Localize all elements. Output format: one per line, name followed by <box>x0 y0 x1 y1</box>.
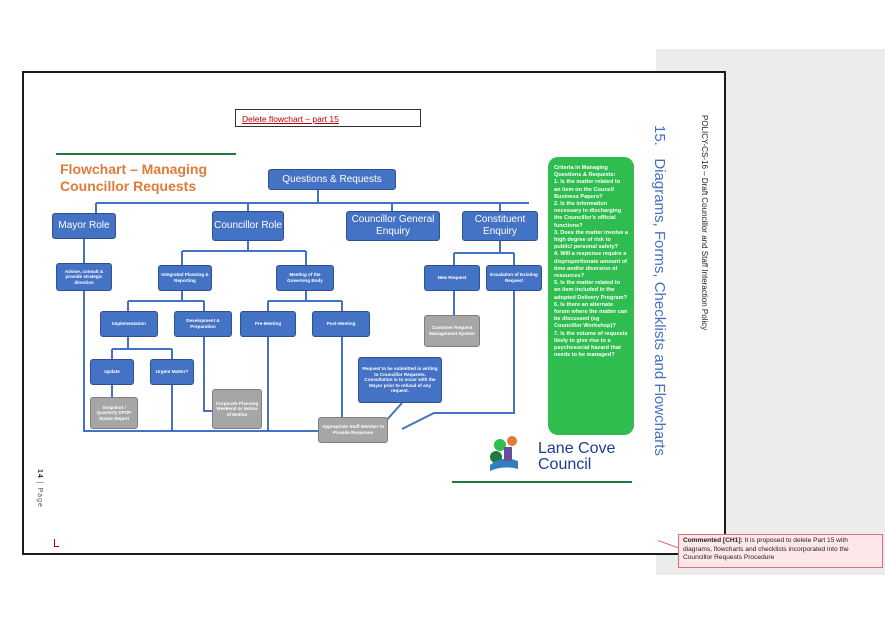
node-pre-meeting: Pre-Meeting <box>240 311 296 337</box>
criteria-panel: Criteria in Managing Questions & Request… <box>548 157 634 435</box>
node-meeting-governing-body: Meeting of the Governing Body <box>276 265 334 291</box>
criteria-line: Criteria in Managing Questions & Request… <box>554 165 616 179</box>
criteria-line: 5. Is the matter related to an item incl… <box>554 280 628 301</box>
node-crm-system: Customer Request Management System <box>424 315 480 347</box>
node-escalation: Escalation of Existing Request <box>486 265 542 291</box>
node-development: Development & Preparation <box>174 311 232 337</box>
policy-title: POLICY-CS-16 – Draft Councillor and Staf… <box>700 115 709 331</box>
criteria-line: 6. Is there an alternate forum where the… <box>554 301 628 330</box>
logo-line1: Lane Cove <box>538 440 616 457</box>
lane-cove-logo-text: Lane Cove Council <box>538 441 615 473</box>
node-snapshot-report: Snapshot / Quarterly DPOP Status Report <box>90 397 138 429</box>
criteria-line: 3. Does the matter involve a high degree… <box>554 229 628 251</box>
page-number-value: 14 <box>36 469 43 479</box>
node-update: Update <box>90 359 134 385</box>
page-number: 14 | Page <box>36 469 43 508</box>
node-written-request: Request to be submitted in writing to Co… <box>358 357 442 403</box>
comment-balloon[interactable]: Commented [CH1]: It is proposed to delet… <box>678 534 883 568</box>
lane-cove-logo-icon <box>490 436 518 471</box>
flowchart-title: Flowchart – Managing Councillor Requests <box>60 161 207 195</box>
node-new-request: New Request <box>424 265 480 291</box>
node-implementation: Implementation <box>100 311 158 337</box>
flowchart-title-line1: Flowchart – Managing <box>60 161 208 177</box>
node-urgent-matter: Urgent Matter? <box>150 359 194 385</box>
node-advise: Advise, consult & provide strategic dire… <box>56 263 112 291</box>
node-constituent-enquiry: Constituent Enquiry <box>462 211 538 241</box>
delete-flowchart-text[interactable]: Delete flowchart – part 15 <box>235 109 421 127</box>
text-cursor-base <box>54 546 59 547</box>
document-page: Delete flowchart – part 15 Flowchart – M… <box>22 71 726 555</box>
logo-line2: Council <box>538 456 592 473</box>
page-number-label: Page <box>36 487 43 508</box>
node-councillor-general-enquiry: Councillor General Enquiry <box>346 211 440 241</box>
comment-text: It is proposed to delete Part 15 with di… <box>683 537 849 561</box>
criteria-line: 7. Is the volume of requests likely to g… <box>554 330 628 359</box>
text-cursor <box>54 539 55 547</box>
criteria-line: 4. Will a response require a disproporti… <box>554 251 628 280</box>
node-mayor-role: Mayor Role <box>52 213 116 239</box>
title-rule <box>56 153 236 155</box>
criteria-line: 1. Is the matter related to an item on t… <box>554 179 621 200</box>
node-post-meeting: Post-Meeting <box>312 311 370 337</box>
criteria-line: 2. Is the information necessary in disch… <box>554 201 622 229</box>
section-heading: 15. Diagrams, Forms, Checklists and Flow… <box>651 125 668 456</box>
node-integrated-planning: Integrated Planning & Reporting <box>158 265 212 291</box>
node-staff-response: Appropriate Staff Member to Provide Resp… <box>318 417 388 443</box>
flowchart-title-line2: Councillor Requests <box>60 178 197 194</box>
comment-author: Commented [CH1]: <box>683 537 743 544</box>
flowchart-connectors <box>83 190 529 432</box>
node-corporate-planning: Corporate Planning Weekend or Notice of … <box>212 389 262 429</box>
node-questions-requests: Questions & Requests <box>268 169 396 190</box>
bottom-rule <box>452 481 632 483</box>
node-councillor-role: Councillor Role <box>212 211 284 241</box>
